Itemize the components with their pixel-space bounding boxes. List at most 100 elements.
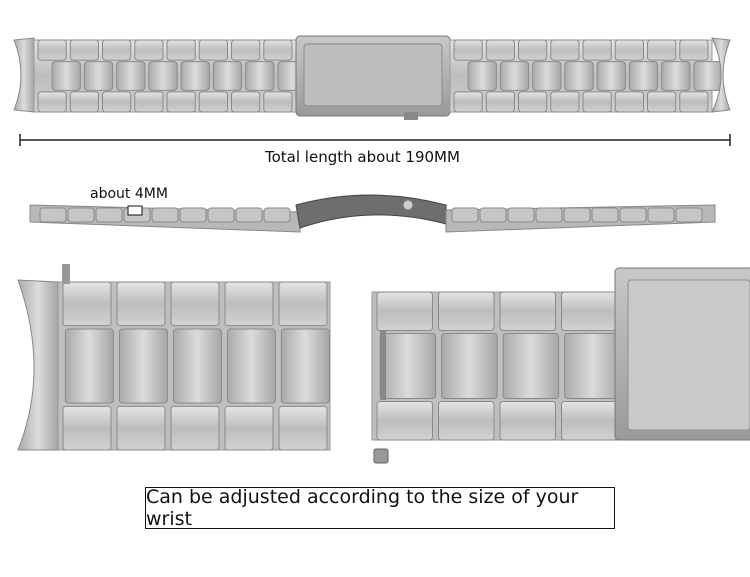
outer-link — [614, 39, 644, 61]
outer-link — [647, 39, 677, 61]
outer-link — [679, 91, 709, 113]
outer-link — [102, 39, 132, 61]
outer-link — [198, 39, 228, 61]
outer-link — [485, 39, 515, 61]
outer-link — [102, 91, 132, 113]
adjust-note-box: Can be adjusted according to the size of… — [145, 486, 615, 530]
outer-link — [116, 405, 166, 451]
total-length-caption: Total length about 190MM — [265, 148, 460, 166]
side-link — [263, 207, 291, 223]
outer-link — [453, 39, 483, 61]
side-link — [39, 207, 67, 223]
side-link — [151, 207, 179, 223]
outer-link — [134, 91, 164, 113]
outer-link — [198, 91, 228, 113]
outer-link — [69, 91, 99, 113]
thickness-caption: about 4MM — [90, 186, 168, 202]
center-link — [148, 61, 178, 91]
outer-link — [278, 281, 328, 327]
bracelet-side-view — [29, 194, 716, 233]
center-link — [245, 61, 275, 91]
outer-link — [438, 291, 495, 331]
outer-link — [62, 281, 112, 327]
side-link — [535, 207, 563, 223]
side-link — [619, 207, 647, 223]
center-link — [51, 61, 81, 91]
outer-link — [37, 91, 67, 113]
outer-link — [550, 91, 580, 113]
side-link — [479, 207, 507, 223]
center-link — [628, 61, 659, 91]
side-link — [179, 207, 207, 223]
center-link — [532, 61, 562, 91]
outer-link — [561, 291, 618, 331]
center-link — [596, 61, 626, 91]
outer-link — [679, 39, 709, 61]
bracelet-full-view — [13, 35, 731, 120]
outer-link — [376, 291, 433, 331]
center-link — [564, 61, 594, 91]
outer-link — [231, 91, 261, 113]
screw-pin — [373, 448, 389, 464]
center-link — [693, 61, 723, 91]
bracelet-closeup-right — [371, 267, 750, 441]
outer-link — [438, 401, 495, 441]
side-link — [67, 207, 95, 223]
outer-link — [518, 91, 548, 113]
outer-link — [170, 405, 220, 451]
center-link — [118, 328, 168, 404]
outer-link — [278, 405, 328, 451]
outer-link — [582, 91, 612, 113]
side-link — [507, 207, 535, 223]
bracelet-closeup-left — [17, 264, 331, 451]
outer-link — [614, 91, 644, 113]
adjust-note-text: Can be adjusted according to the size of… — [146, 486, 579, 530]
side-link — [235, 207, 263, 223]
outer-link — [224, 281, 274, 327]
center-link — [564, 332, 621, 400]
outer-link — [231, 39, 261, 61]
side-link — [207, 207, 235, 223]
outer-link — [550, 39, 580, 61]
outer-link — [376, 401, 433, 441]
outer-link — [263, 91, 293, 113]
center-link — [212, 61, 243, 91]
outer-link — [37, 39, 67, 61]
outer-link — [69, 39, 99, 61]
outer-link — [166, 91, 196, 113]
center-link — [499, 61, 530, 91]
side-link — [451, 207, 479, 223]
center-link — [172, 328, 222, 404]
center-link — [64, 328, 114, 404]
outer-link — [647, 91, 677, 113]
outer-link — [134, 39, 164, 61]
outer-link — [485, 91, 515, 113]
outer-link — [166, 39, 196, 61]
side-link — [647, 207, 675, 223]
side-link — [563, 207, 591, 223]
outer-link — [116, 281, 166, 327]
side-link — [591, 207, 619, 223]
side-link — [675, 207, 703, 223]
center-link — [441, 332, 498, 400]
outer-link — [453, 91, 483, 113]
side-link — [95, 207, 123, 223]
center-link — [180, 61, 210, 91]
outer-link — [518, 39, 548, 61]
outer-link — [499, 291, 556, 331]
outer-link — [263, 39, 293, 61]
outer-link — [499, 401, 556, 441]
center-link — [379, 332, 437, 400]
outer-link — [582, 39, 612, 61]
total-length-dimension-line — [19, 134, 731, 146]
outer-link — [170, 281, 220, 327]
center-link — [502, 332, 560, 400]
outer-link — [224, 405, 274, 451]
center-link — [661, 61, 691, 91]
center-link — [226, 328, 276, 404]
outer-link — [561, 401, 618, 441]
center-link — [467, 61, 497, 91]
center-link — [83, 61, 114, 91]
center-link — [116, 61, 146, 91]
